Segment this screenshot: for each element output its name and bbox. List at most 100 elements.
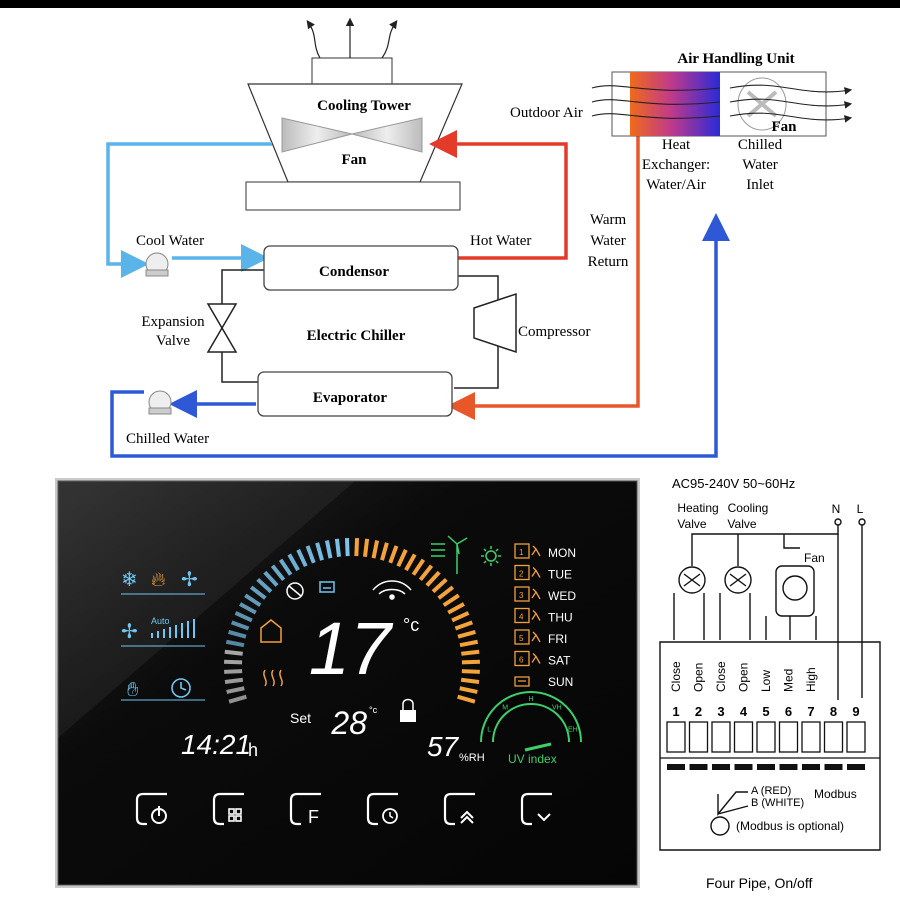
terminal-pin (689, 764, 708, 770)
cooling-tower: Cooling Tower Fan (245, 17, 463, 211)
chiller-system-diagram: Cooling Tower Fan Condensor Electric Chi… (106, 17, 853, 458)
warm-water-return-label-1: Warm (590, 212, 627, 228)
weekday-label: SAT (548, 654, 571, 668)
arc-segment (225, 639, 245, 648)
schedule-period-icon (514, 629, 530, 645)
schedule-period-number: 2 (519, 570, 524, 579)
defrost-icon (286, 582, 304, 600)
cooling-tower-fan-label: Fan (341, 152, 367, 168)
arc-segment (334, 538, 342, 558)
schedule-button[interactable] (366, 792, 398, 826)
neutral-label: N (832, 502, 841, 516)
heat-waves-icon (263, 669, 283, 687)
arc-segment (404, 553, 417, 572)
terminal-function-label: High (804, 667, 818, 692)
schedule-period-icon (514, 650, 530, 667)
power-button[interactable] (135, 792, 167, 826)
cooling-valve-label-1: Cooling (728, 501, 769, 515)
arc-segment (224, 659, 243, 665)
down-button[interactable] (520, 792, 552, 826)
terminal-function-label: Close (669, 661, 683, 692)
weather-icons (431, 535, 501, 574)
terminal-pin (847, 764, 865, 770)
terminal-number: 4 (740, 704, 748, 719)
expansion-valve-label-1: Expansion (141, 314, 205, 330)
function-button[interactable]: F (289, 792, 321, 827)
fan-motor-label: Fan (804, 551, 825, 565)
fan-icon[interactable]: ✢ (181, 569, 198, 591)
arc-segment (239, 602, 257, 615)
arc-segment (437, 585, 455, 600)
sleep-icon (514, 676, 530, 687)
terminal-function-label: Open (737, 663, 751, 692)
arc-segment (324, 540, 333, 559)
schedule-period-icon (514, 564, 530, 581)
terminal-function-label: Open (692, 663, 706, 692)
warm-water-return-label-2: Water (590, 233, 625, 249)
modbus-b-label: B (WHITE) (751, 797, 804, 809)
arc-segment (431, 577, 448, 594)
snowflake-icon[interactable]: ❄ (121, 569, 138, 591)
heat-exchanger-label-3: Water/Air (646, 177, 706, 193)
terminal-pin (824, 764, 843, 770)
thermostat-panel: ❄ 🔥︎ ✢ ✢ Auto ✋︎ 17 °c Set 28 °c 14:21 h (55, 478, 640, 888)
person-icon (531, 545, 541, 557)
cool-water-label: Cool Water (136, 233, 204, 249)
lock-icon (402, 698, 414, 710)
temperature-unit: °c (403, 615, 419, 635)
line-label: L (857, 502, 864, 516)
terminal-screw (801, 721, 821, 753)
arc-segment (228, 630, 247, 639)
arc-segment (362, 538, 370, 558)
chilled-water-label: Chilled Water (126, 431, 209, 447)
arc-segment (224, 669, 243, 674)
arc-segment (459, 639, 479, 648)
top-black-bar (0, 0, 900, 8)
flame-icon[interactable]: 🔥︎ (151, 569, 166, 591)
arc-segment (224, 677, 244, 684)
terminal-number: 1 (672, 704, 679, 719)
electric-chiller: Condensor Electric Chiller Evaporator Co… (141, 245, 591, 417)
terminal-number: 7 (807, 704, 814, 719)
terminal-screw (846, 721, 866, 753)
cooling-tower-title: Cooling Tower (317, 98, 411, 114)
water-pipes (106, 106, 730, 458)
terminal-number: 5 (762, 704, 769, 719)
uv-scale-label: M (502, 704, 508, 711)
terminal-screw (823, 721, 844, 753)
outdoor-air-label: Outdoor Air (510, 105, 583, 121)
arc-segment (226, 686, 245, 694)
ahu-fan-label: Fan (771, 119, 797, 135)
schedule-period-number: 6 (519, 656, 524, 665)
terminal-screw (688, 721, 709, 753)
modbus-wiring (710, 791, 749, 836)
arc-segment (296, 549, 308, 568)
arc-segment (354, 538, 360, 557)
wiring-caption: Four Pipe, On/off (706, 875, 812, 891)
terminal-function-label: Med (782, 669, 796, 692)
schedule-period-icon (514, 586, 530, 602)
weekday-label: THU (548, 611, 573, 625)
arc-segment (457, 694, 476, 704)
uv-scale-label: EH (568, 726, 578, 733)
uv-index-label: UV index (508, 752, 557, 766)
wind-turbine-icon (447, 535, 468, 574)
terminal-screw (711, 721, 731, 753)
arc-segment (460, 677, 480, 684)
up-button[interactable] (443, 792, 475, 826)
menu-button[interactable] (212, 792, 244, 826)
modbus-a-label: A (RED) (751, 785, 791, 797)
weekday-label: TUE (548, 568, 572, 582)
weekday-label: FRI (548, 632, 567, 646)
weekday-label: MON (548, 546, 576, 560)
arc-segment (459, 686, 478, 694)
arc-segment (270, 564, 286, 582)
terminal-number: 6 (785, 704, 792, 719)
heating-valve-label-2: Valve (677, 517, 706, 531)
arc-segment (461, 659, 480, 665)
humidity-unit: %RH (459, 752, 485, 764)
fan-speed-icon: ✢ (121, 621, 138, 643)
